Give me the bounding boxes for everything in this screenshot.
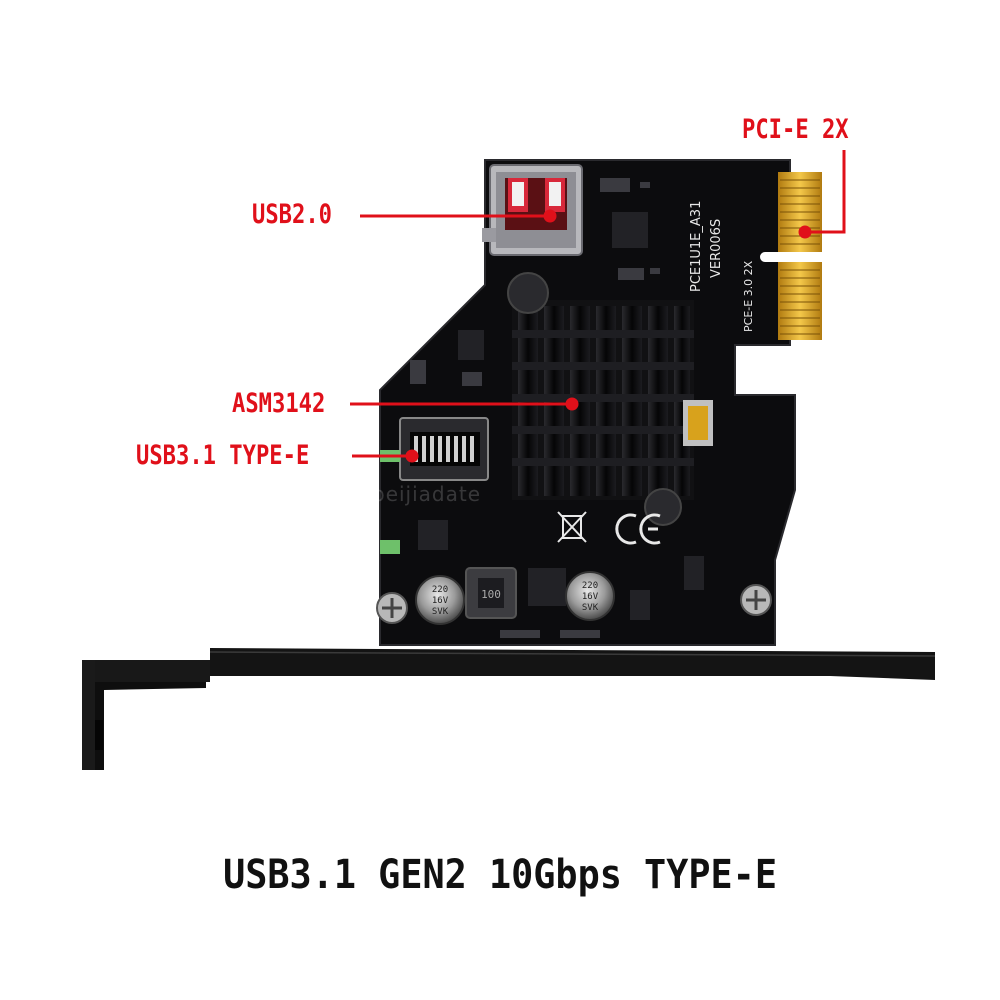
silkscreen-slot: PCE-E 3.0 2X bbox=[742, 260, 755, 332]
mounting-bracket bbox=[82, 648, 936, 770]
pcie-gold-fingers bbox=[760, 172, 822, 340]
silkscreen-version: VER006S bbox=[709, 219, 724, 278]
watermark-text: beijiadate bbox=[372, 482, 482, 506]
svg-text:SVK: SVK bbox=[432, 607, 449, 617]
svg-text:220: 220 bbox=[432, 585, 448, 595]
type-e-connector bbox=[399, 417, 489, 481]
product-caption: USB3.1 GEN2 10Gbps TYPE-E bbox=[0, 852, 1000, 898]
label-usb31-type-e: USB3.1 TYPE-E bbox=[136, 440, 310, 471]
capacitor-left: 220 16V SVK bbox=[415, 575, 465, 625]
weee-bin-icon bbox=[557, 511, 587, 543]
capacitor-right: 220 16V SVK bbox=[565, 571, 615, 621]
heatsink-icon bbox=[507, 272, 694, 526]
svg-text:220: 220 bbox=[582, 581, 598, 591]
svg-text:100: 100 bbox=[481, 588, 501, 601]
screw-left bbox=[376, 592, 408, 624]
label-asm3142: ASM3142 bbox=[232, 388, 326, 419]
smd-components bbox=[380, 178, 713, 638]
caption-text: USB3.1 GEN2 10Gbps TYPE-E bbox=[223, 852, 777, 898]
screw-right bbox=[740, 584, 772, 616]
svg-text:16V: 16V bbox=[432, 596, 449, 606]
silkscreen-model: PCE1U1E_A31 bbox=[689, 201, 704, 292]
usb2-port bbox=[482, 164, 583, 256]
svg-text:SVK: SVK bbox=[582, 603, 599, 613]
inductor: 100 bbox=[465, 567, 517, 619]
callout-lines bbox=[350, 150, 846, 463]
ce-mark-icon bbox=[615, 513, 661, 545]
label-pcie-2x: PCI-E 2X bbox=[742, 114, 849, 145]
svg-text:16V: 16V bbox=[582, 592, 599, 602]
label-usb2: USB2.0 bbox=[252, 199, 332, 230]
